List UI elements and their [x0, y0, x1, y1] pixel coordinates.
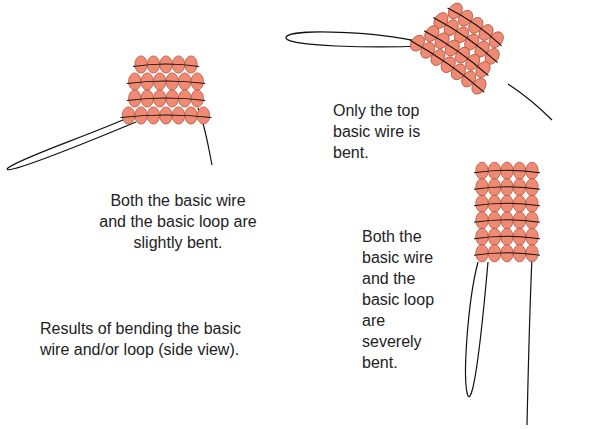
row-wire [474, 253, 540, 256]
row-wire [410, 38, 486, 92]
basic-wire [508, 84, 552, 120]
row-wire [474, 236, 540, 239]
row-wire [474, 187, 540, 190]
bead [191, 90, 203, 107]
bead [129, 73, 141, 90]
wires [7, 32, 552, 425]
bead [122, 107, 134, 124]
row-wire [133, 64, 199, 67]
note-label: Both the basic wire and the basic loop a… [362, 226, 444, 373]
basic-loop [286, 32, 422, 47]
bead-panel [406, 0, 518, 98]
bead [191, 73, 203, 90]
bead [129, 90, 141, 107]
bead [197, 107, 209, 124]
row-wire [127, 98, 206, 101]
row-wire [474, 170, 540, 173]
bead [469, 76, 489, 97]
figure-caption: Results of bending the basic wire and/or… [40, 318, 255, 360]
basic-loop [7, 116, 136, 170]
note-label: Only the top basic wire is bent. [333, 100, 441, 163]
bead-panel [121, 56, 212, 124]
row-wire [121, 115, 212, 118]
bead-panel [474, 162, 540, 262]
basic-loop [466, 262, 488, 397]
note-label: Both the basic wire and the basic loop a… [98, 190, 258, 253]
basic-wire [527, 258, 532, 425]
row-wire [127, 81, 206, 84]
row-wire [474, 203, 540, 206]
row-wire [474, 220, 540, 223]
